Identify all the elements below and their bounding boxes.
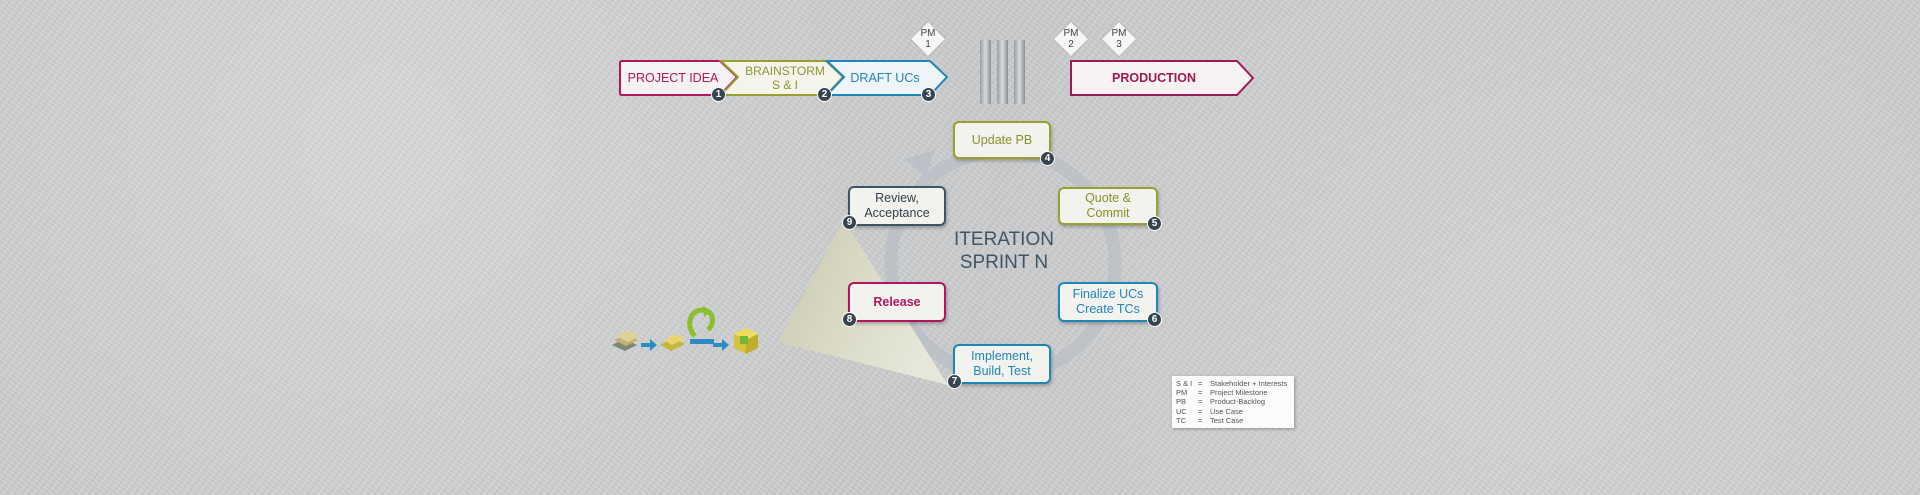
step-box-finalize-ucs: Finalize UCs Create TCs (1058, 282, 1158, 322)
step-box-quote-commit: Quote & Commit (1058, 187, 1158, 225)
iteration-title: ITERATION SPRINT N (930, 228, 1078, 274)
milestone-label: PM 2 (1063, 28, 1079, 50)
step-box-implement: Implement, Build, Test (953, 344, 1051, 384)
phase-label-project-idea: PROJECT IDEA (624, 61, 722, 95)
phase-text: DRAFT UCs (850, 71, 920, 85)
step-badge-6: 6 (1147, 312, 1162, 327)
legend-row: TC = Test Case (1176, 415, 1244, 425)
phase-label-draft-ucs: DRAFT UCs (840, 61, 930, 95)
iteration-title-line1: ITERATION (954, 229, 1054, 250)
arrow-right-icon (641, 339, 657, 351)
iteration-title-line2: SPRINT N (959, 252, 1049, 273)
step-text: Implement, Build, Test (971, 349, 1033, 378)
step-badge-8: 8 (842, 312, 857, 327)
step-text: Finalize UCs Create TCs (1072, 287, 1144, 316)
phase-subtext: S & I (771, 78, 798, 92)
step-box-release: Release (848, 282, 946, 322)
phase-text: PROJECT IDEA (627, 71, 719, 85)
step-text: Review, Acceptance (864, 191, 930, 220)
phase-label-production: PRODUCTION (1071, 61, 1237, 95)
step-badge-3: 3 (921, 87, 936, 102)
phase-text: PRODUCTION (1111, 71, 1197, 85)
step-text: Update PB (971, 132, 1033, 147)
legend-row: PM = Project Milestone (1176, 388, 1268, 398)
phase-text: BRAINSTORM (745, 64, 825, 78)
tool-icons-row (612, 306, 758, 354)
milestone-pm2: PM 2 (1054, 22, 1088, 56)
step-box-review: Review, Acceptance (848, 186, 946, 226)
milestone-label: PM 1 (920, 28, 936, 50)
legend-row: S & I = Stakeholder + Interests (1176, 379, 1288, 388)
step-box-update-pb: Update PB (953, 121, 1051, 159)
green-cycle-arrow-icon (687, 306, 715, 344)
step-badge-2: 2 (817, 87, 832, 102)
step-badge-4: 4 (1040, 151, 1055, 166)
arrow-right-icon (713, 339, 729, 351)
milestone-label: PM 3 (1111, 28, 1127, 50)
milestone-pm3: PM 3 (1102, 22, 1136, 56)
milestone-pm1: PM 1 (911, 22, 945, 56)
step-badge-9: 9 (842, 215, 857, 230)
step-text: Quote & Commit (1085, 191, 1131, 220)
step-text: Release (873, 294, 921, 309)
legend-row: UC = Use Case (1176, 406, 1243, 416)
phase-label-brainstorm: BRAINSTORM S & I (735, 62, 835, 94)
step-badge-1: 1 (711, 87, 726, 102)
yellow-papers-icon (660, 334, 685, 351)
legend-row: PB = Product-Backlog (1176, 397, 1266, 407)
iteration-pillars (980, 40, 1025, 104)
step-badge-7: 7 (947, 374, 962, 389)
cycle-arrowhead-icon (905, 150, 935, 176)
step-badge-5: 5 (1147, 216, 1162, 231)
phase-chevron-project-idea (619, 60, 739, 96)
abbreviation-legend: S & I = Stakeholder + Interests PM = Pro… (1172, 376, 1294, 428)
yellow-package-box-icon (734, 328, 758, 354)
phase-chevron-production (1070, 60, 1255, 96)
documents-stack-icon (612, 330, 640, 351)
